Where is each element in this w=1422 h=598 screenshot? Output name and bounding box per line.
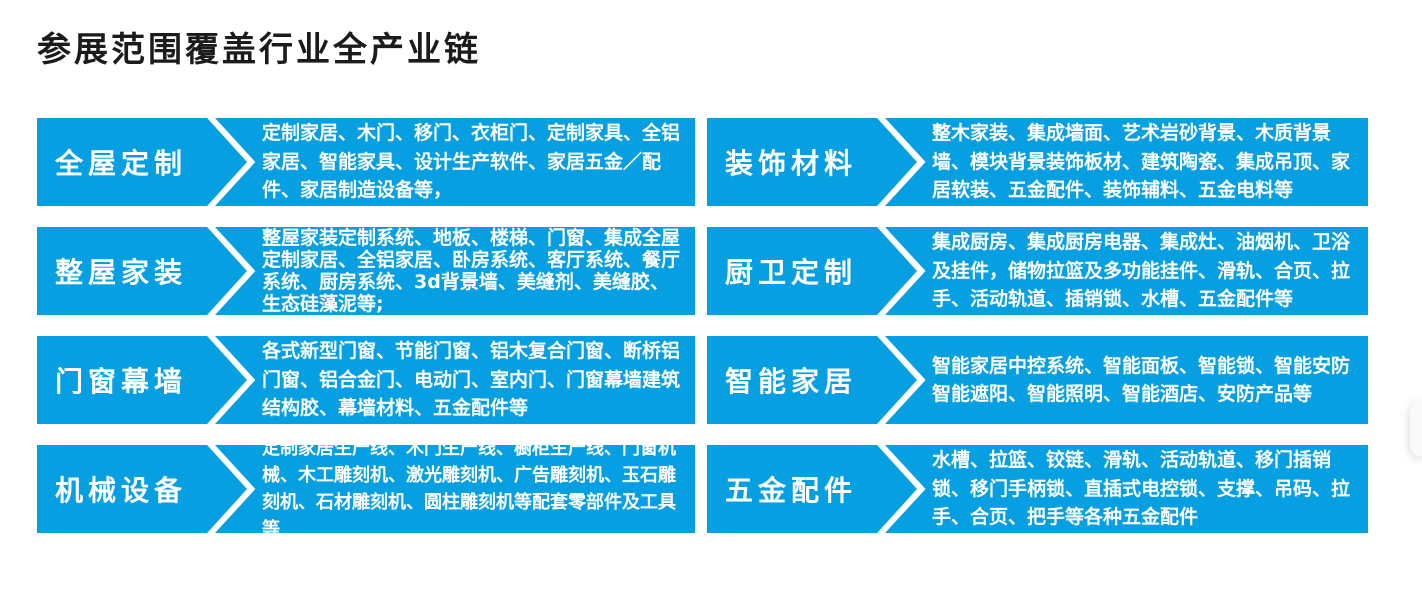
category-row-whole-home-decor: 整屋家装 整屋家装定制系统、地板、楼梯、门窗、集成全屋定制家居、全铝家居、卧房系… [37,227,695,315]
category-row-hardware-accessories: 五金配件 水槽、拉篮、铰链、滑轨、活动轨道、移门插销锁、移门手柄锁、直插式电控锁… [707,445,1368,533]
category-arrow-icon: 五金配件 [707,445,917,533]
category-items-text: 集成厨房、集成厨房电器、集成灶、油烟机、卫浴及挂件，储物拉篮及多功能挂件、滑轨、… [932,231,1351,311]
scrollbar-thumb-sliver[interactable] [1410,402,1422,456]
category-arrow-icon: 厨卫定制 [707,227,917,315]
category-items-text: 水槽、拉篮、铰链、滑轨、活动轨道、移门插销锁、移门手柄锁、直插式电控锁、支撑、吊… [932,449,1351,529]
category-label: 智能家居 [724,365,857,398]
category-label: 装饰材料 [724,147,857,180]
category-arrow-icon: 装饰材料 [707,118,917,206]
category-items-box: 定制家居、木门、移门、衣柜门、定制家具、全铝家居、智能家具、设计生产软件、家居五… [215,118,695,206]
category-items-box: 整木家装、集成墙面、艺术岩砂背景、木质背景墙、模块背景装饰板材、建筑陶瓷、集成吊… [885,118,1368,206]
category-items-box: 各式新型门窗、节能门窗、铝木复合门窗、断桥铝门窗、铝合金门、电动门、室内门、门窗… [215,336,695,424]
category-row-doors-windows-curtain-wall: 门窗幕墙 各式新型门窗、节能门窗、铝木复合门窗、断桥铝门窗、铝合金门、电动门、室… [37,336,695,424]
category-arrow-icon: 全屋定制 [37,118,247,206]
category-label: 厨卫定制 [724,256,857,289]
category-row-kitchen-bath-custom: 厨卫定制 集成厨房、集成厨房电器、集成灶、油烟机、卫浴及挂件，储物拉篮及多功能挂… [707,227,1368,315]
category-row-decorative-materials: 装饰材料 整木家装、集成墙面、艺术岩砂背景、木质背景墙、模块背景装饰板材、建筑陶… [707,118,1368,206]
category-label: 全屋定制 [54,147,187,180]
category-items-box: 集成厨房、集成厨房电器、集成灶、油烟机、卫浴及挂件，储物拉篮及多功能挂件、滑轨、… [885,227,1368,315]
category-label: 五金配件 [724,474,857,507]
category-items-box: 智能家居中控系统、智能面板、智能锁、智能安防智能遮阳、智能照明、智能酒店、安防产… [885,336,1368,424]
category-arrow-icon: 机械设备 [37,445,247,533]
category-items-box: 水槽、拉篮、铰链、滑轨、活动轨道、移门插销锁、移门手柄锁、直插式电控锁、支撑、吊… [885,445,1368,533]
category-label: 整屋家装 [54,256,187,289]
category-items-text: 整木家装、集成墙面、艺术岩砂背景、木质背景墙、模块背景装饰板材、建筑陶瓷、集成吊… [932,122,1351,202]
category-row-smart-home: 智能家居 智能家居中控系统、智能面板、智能锁、智能安防智能遮阳、智能照明、智能酒… [707,336,1368,424]
category-items-text: 定制家居生产线、木门生产线、橱柜生产线、门窗机械、木工雕刻机、激光雕刻机、广告雕… [262,438,676,540]
category-label: 门窗幕墙 [54,365,187,398]
category-items-text: 各式新型门窗、节能门窗、铝木复合门窗、断桥铝门窗、铝合金门、电动门、室内门、门窗… [262,340,681,420]
category-items-text: 整屋家装定制系统、地板、楼梯、门窗、集成全屋定制家居、全铝家居、卧房系统、客厅系… [262,226,681,316]
category-items-box: 整屋家装定制系统、地板、楼梯、门窗、集成全屋定制家居、全铝家居、卧房系统、客厅系… [215,227,695,315]
category-label: 机械设备 [54,474,187,507]
category-items-box: 定制家居生产线、木门生产线、橱柜生产线、门窗机械、木工雕刻机、激光雕刻机、广告雕… [215,445,695,533]
category-items-text: 定制家居、木门、移门、衣柜门、定制家具、全铝家居、智能家具、设计生产软件、家居五… [262,122,681,202]
category-items-text: 智能家居中控系统、智能面板、智能锁、智能安防智能遮阳、智能照明、智能酒店、安防产… [932,354,1351,406]
category-arrow-icon: 整屋家装 [37,227,247,315]
category-row-machinery-equipment: 机械设备 定制家居生产线、木门生产线、橱柜生产线、门窗机械、木工雕刻机、激光雕刻… [37,445,695,533]
category-arrow-icon: 门窗幕墙 [37,336,247,424]
category-arrow-icon: 智能家居 [707,336,917,424]
page-title: 参展范围覆盖行业全产业链 [37,30,481,70]
blocks-grid: 全屋定制 定制家居、木门、移门、衣柜门、定制家具、全铝家居、智能家具、设计生产软… [37,118,1368,533]
category-row-whole-house-custom: 全屋定制 定制家居、木门、移门、衣柜门、定制家具、全铝家居、智能家具、设计生产软… [37,118,695,206]
